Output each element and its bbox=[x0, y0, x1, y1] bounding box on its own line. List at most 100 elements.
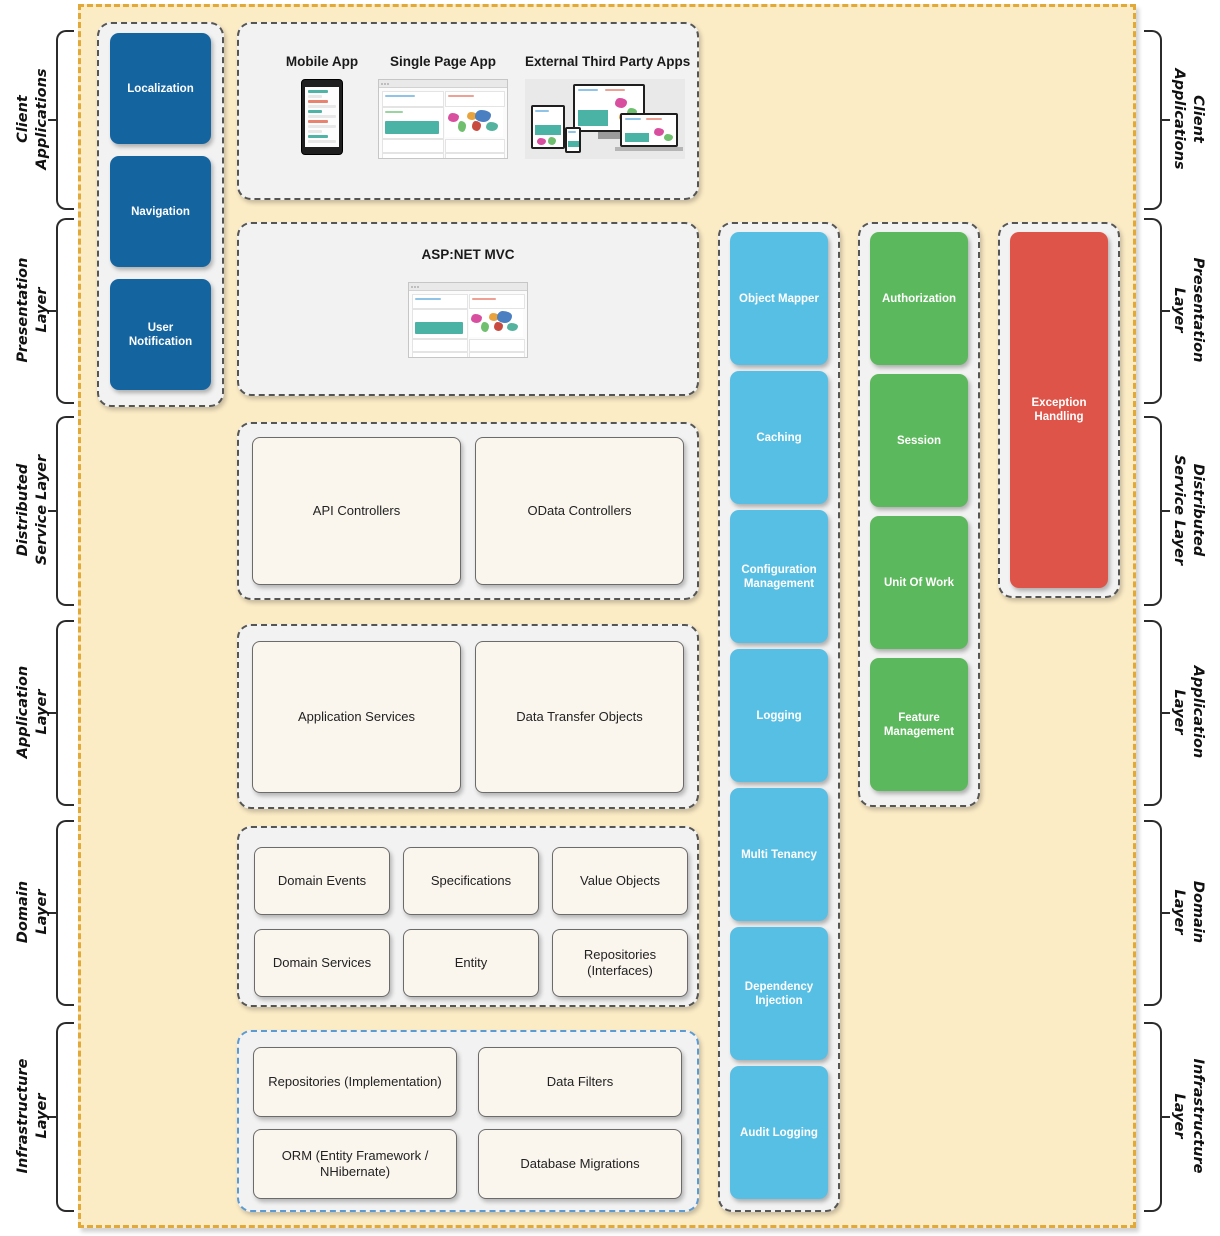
map-blob bbox=[664, 134, 673, 141]
tile-localization-label: Localization bbox=[127, 82, 194, 95]
tile-user-notification[interactable]: User Notification bbox=[110, 279, 211, 390]
thumb-strip bbox=[605, 89, 625, 91]
box-odata-controllers[interactable]: OData Controllers bbox=[475, 437, 684, 585]
box-data-transfer-objects-label: Data Transfer Objects bbox=[516, 709, 643, 724]
mobile-app-thumbnail bbox=[301, 79, 343, 155]
tile-feature-management-label: Feature Management bbox=[883, 711, 955, 738]
tile-multi-tenancy-label: Multi Tenancy bbox=[741, 848, 817, 861]
tile-dependency-injection-label: Dependency Injection bbox=[744, 980, 814, 1007]
thumb-strip bbox=[385, 111, 403, 113]
thumb-strip bbox=[415, 298, 441, 300]
tile-session[interactable]: Session bbox=[870, 374, 968, 507]
right-label-distributed-service-layer: Distributed Service Layer bbox=[1171, 454, 1206, 566]
map-blob bbox=[507, 323, 518, 331]
tile-authorization[interactable]: Authorization bbox=[870, 232, 968, 365]
tile-session-label: Session bbox=[896, 434, 942, 447]
box-domain-events[interactable]: Domain Events bbox=[254, 847, 390, 915]
tile-multi-tenancy[interactable]: Multi Tenancy bbox=[730, 788, 828, 921]
right-bracket-distributed-service-layer bbox=[1144, 416, 1162, 606]
right-bracket-domain-layer bbox=[1144, 820, 1162, 1006]
thumb-world-map bbox=[445, 107, 503, 137]
browser-dot bbox=[387, 82, 389, 85]
right-bracket-application-layer bbox=[1144, 620, 1162, 806]
browser-dot bbox=[411, 285, 413, 288]
device-screen bbox=[533, 107, 563, 147]
tile-object-mapper[interactable]: Object Mapper bbox=[730, 232, 828, 365]
mobile-app-screen bbox=[305, 87, 339, 147]
box-database-migrations[interactable]: Database Migrations bbox=[478, 1129, 682, 1199]
thumb-strip bbox=[448, 95, 474, 97]
right-label-application-layer: Application Layer bbox=[1171, 665, 1206, 759]
tile-logging[interactable]: Logging bbox=[730, 649, 828, 782]
tile-audit-logging[interactable]: Audit Logging bbox=[730, 1066, 828, 1199]
external-apps-thumbnail bbox=[525, 79, 685, 159]
thumb-cell bbox=[412, 294, 468, 309]
box-data-filters[interactable]: Data Filters bbox=[478, 1047, 682, 1117]
device-laptop bbox=[620, 113, 678, 147]
thumb-strip bbox=[578, 89, 598, 91]
box-repositories-interfaces[interactable]: Repositories (Interfaces) bbox=[552, 929, 688, 997]
box-application-services[interactable]: Application Services bbox=[252, 641, 461, 793]
map-blob bbox=[494, 322, 503, 331]
map-blob bbox=[471, 314, 482, 323]
thumb-chart-area bbox=[535, 125, 561, 135]
tile-exception-handling[interactable]: Exception Handling bbox=[1010, 232, 1108, 588]
box-data-transfer-objects[interactable]: Data Transfer Objects bbox=[475, 641, 684, 793]
map-blob bbox=[448, 113, 459, 122]
tile-unit-of-work[interactable]: Unit Of Work bbox=[870, 516, 968, 649]
box-specifications[interactable]: Specifications bbox=[403, 847, 539, 915]
left-bracket-nub-2 bbox=[48, 310, 56, 312]
thumb-bar bbox=[308, 135, 329, 138]
thumb-strip bbox=[646, 118, 662, 120]
left-bracket-application-layer bbox=[56, 620, 74, 806]
right-bracket-nub-3 bbox=[1162, 510, 1170, 512]
box-api-controllers[interactable]: API Controllers bbox=[252, 437, 461, 585]
box-repositories-interfaces-label: Repositories (Interfaces) bbox=[583, 947, 657, 978]
map-blob bbox=[467, 112, 477, 120]
spa-thumbnail bbox=[378, 79, 508, 159]
tile-caching[interactable]: Caching bbox=[730, 371, 828, 504]
left-label-client-applications: Client Applications bbox=[15, 68, 50, 170]
right-label-infrastructure-layer: Infrastructure Layer bbox=[1171, 1058, 1206, 1174]
right-bracket-nub-6 bbox=[1162, 1116, 1170, 1118]
box-value-objects[interactable]: Value Objects bbox=[552, 847, 688, 915]
map-blob bbox=[627, 108, 637, 117]
device-screen bbox=[567, 129, 579, 151]
client-app-label-external: External Third Party Apps bbox=[525, 54, 691, 69]
left-bracket-nub-5 bbox=[48, 912, 56, 914]
browser-dot bbox=[384, 82, 386, 85]
laptop-base bbox=[615, 147, 683, 151]
thumb-bar bbox=[308, 140, 336, 143]
box-domain-events-label: Domain Events bbox=[277, 873, 367, 888]
left-bracket-presentation-layer bbox=[56, 218, 74, 404]
tile-dependency-injection[interactable]: Dependency Injection bbox=[730, 927, 828, 1060]
right-bracket-presentation-layer bbox=[1144, 218, 1162, 404]
box-application-services-label: Application Services bbox=[297, 709, 416, 724]
thumb-cell bbox=[445, 91, 505, 107]
map-blob bbox=[489, 313, 499, 321]
box-domain-services[interactable]: Domain Services bbox=[254, 929, 390, 997]
left-label-domain-layer: Domain Layer bbox=[15, 880, 50, 944]
thumb-strip bbox=[385, 95, 415, 97]
right-bracket-nub-2 bbox=[1162, 310, 1170, 312]
right-bracket-infrastructure-layer bbox=[1144, 1022, 1162, 1212]
tile-feature-management[interactable]: Feature Management bbox=[870, 658, 968, 791]
right-label-domain-layer: Domain Layer bbox=[1171, 880, 1206, 944]
map-blob bbox=[615, 98, 627, 108]
thumb-cell bbox=[382, 153, 444, 158]
tile-caching-label: Caching bbox=[756, 431, 802, 444]
box-value-objects-label: Value Objects bbox=[580, 873, 660, 888]
box-entity[interactable]: Entity bbox=[403, 929, 539, 997]
box-orm[interactable]: ORM (Entity Framework / NHibernate) bbox=[253, 1129, 457, 1199]
box-odata-controllers-label: OData Controllers bbox=[527, 503, 632, 518]
thumb-bar bbox=[308, 115, 336, 118]
thumb-bar bbox=[308, 120, 329, 123]
tile-configuration-management[interactable]: Configuration Management bbox=[730, 510, 828, 643]
left-label-presentation-layer: Presentation Layer bbox=[15, 257, 50, 363]
browser-dot bbox=[414, 285, 416, 288]
tile-authorization-label: Authorization bbox=[881, 292, 957, 305]
box-repositories-implementation[interactable]: Repositories (Implementation) bbox=[253, 1047, 457, 1117]
map-blob bbox=[481, 322, 489, 332]
tile-navigation[interactable]: Navigation bbox=[110, 156, 211, 267]
tile-localization[interactable]: Localization bbox=[110, 33, 211, 144]
